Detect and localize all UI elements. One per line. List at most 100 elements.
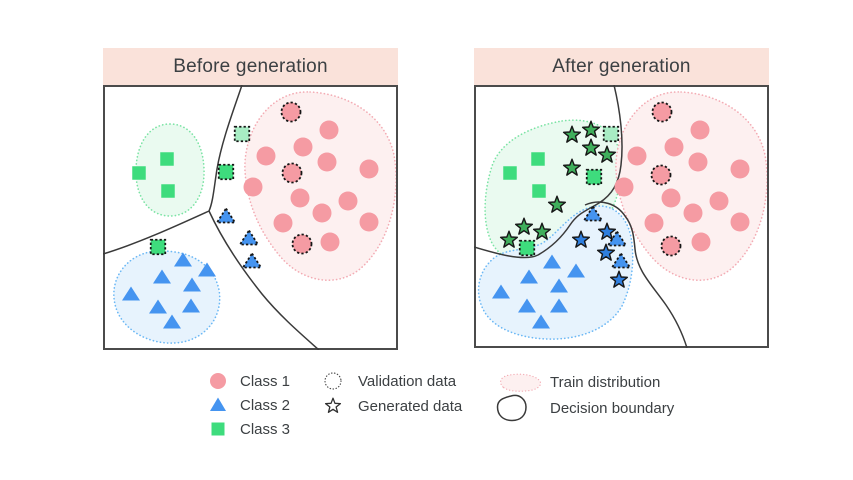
class3-generated-star: [514, 217, 534, 235]
class2-point: [153, 269, 171, 284]
panel-after-plot: [474, 85, 769, 348]
class3-validation-point: [585, 168, 603, 186]
class2-point: [174, 252, 192, 267]
class1-point: [359, 212, 379, 232]
class2-point: [122, 286, 140, 301]
class2-validation-point: [606, 229, 628, 247]
legend-item-class-1: Class 1: [206, 369, 290, 393]
legend-label: Class 2: [240, 396, 291, 414]
class3-validation-point: [217, 163, 235, 181]
class1-validation-point: [280, 101, 302, 123]
train-distribution-blue: [477, 205, 634, 340]
class1-point: [690, 120, 710, 140]
class1-point: [627, 146, 647, 166]
class1-point: [359, 159, 379, 179]
class1-point: [683, 203, 703, 223]
class3-point: [531, 152, 545, 166]
class2-point: [520, 269, 538, 284]
class2-validation-point: [610, 251, 632, 269]
legend-item-decision-boundary: Decision boundary: [494, 392, 674, 424]
legend-label: Class 1: [240, 372, 291, 390]
class1-point: [320, 232, 340, 252]
decision-boundary-blob-icon: [496, 394, 527, 422]
validation-legend-marker: [324, 372, 342, 390]
decision-boundary-curve: [584, 201, 688, 348]
class1-point: [312, 203, 332, 223]
class2-point: [543, 254, 561, 269]
class2-point: [149, 299, 167, 314]
class2-generated-star: [596, 243, 616, 261]
train-legend-marker: [500, 373, 542, 392]
panel-title-after: After generation: [552, 55, 691, 77]
class2-validation-point: [238, 228, 260, 246]
panel-before-plot: [103, 85, 398, 350]
class1-point: [290, 188, 310, 208]
class2-point: [550, 278, 568, 293]
class1-point: [338, 191, 358, 211]
class3-generated-star: [597, 145, 617, 163]
class1-point: [273, 213, 293, 233]
class1-validation-point: [660, 235, 682, 257]
panel-header-after: After generation: [474, 48, 769, 85]
decision-boundary-curve: [474, 85, 623, 259]
class1-legend-swatch: [210, 373, 226, 389]
class2-validation-point: [582, 204, 604, 222]
panel-border: [103, 85, 398, 350]
class3-generated-star: [562, 158, 582, 176]
train-distribution-blue: [113, 250, 221, 344]
class2-point: [550, 298, 568, 313]
class3-generated-star: [547, 195, 567, 213]
class1-point: [661, 188, 681, 208]
class3-generated-star: [532, 222, 552, 240]
class1-validation-point: [650, 164, 672, 186]
class1-point: [319, 120, 339, 140]
class1-point: [664, 137, 684, 157]
decision-boundary-curve: [208, 85, 243, 212]
generated-legend-marker: [324, 397, 342, 413]
class1-validation-point: [281, 162, 303, 184]
train-distribution-green: [135, 123, 205, 217]
legend-item-validation-data: Validation data: [321, 369, 456, 393]
class1-point: [243, 177, 263, 197]
class2-generated-star: [609, 270, 629, 288]
class3-point: [532, 184, 546, 198]
class3-generated-star: [562, 125, 582, 143]
class3-validation-point: [149, 238, 167, 256]
class2-point: [163, 314, 181, 329]
class2-generated-star: [571, 230, 591, 248]
legend-item-class-2: Class 2: [206, 393, 290, 417]
class1-legend-marker: [210, 373, 226, 389]
class2-legend-marker: [210, 397, 226, 411]
class3-point: [132, 166, 146, 180]
class2-validation-point: [215, 206, 237, 224]
class3-validation-point-light: [233, 125, 251, 143]
class2-validation-point: [241, 251, 263, 269]
class1-point: [730, 212, 750, 232]
train-distribution-pink: [244, 91, 397, 281]
boundary-legend-marker: [496, 394, 527, 422]
class1-point: [688, 152, 708, 172]
class1-point: [644, 213, 664, 233]
class3-generated-star: [581, 120, 601, 138]
class1-point: [256, 146, 276, 166]
panel-title-before: Before generation: [173, 55, 328, 77]
legend-label: Validation data: [358, 372, 457, 390]
class3-point: [161, 184, 175, 198]
class1-point: [709, 191, 729, 211]
train-distribution-blob-icon: [500, 373, 542, 392]
legend-label: Class 3: [240, 420, 291, 438]
class3-legend-marker: [211, 422, 225, 436]
legend-item-generated-data: Generated data: [321, 394, 462, 418]
decision-boundary-curve: [103, 210, 210, 255]
class2-generated-star: [597, 222, 617, 240]
train-distribution-pink: [615, 91, 768, 281]
class3-validation-point-light: [602, 125, 620, 143]
class1-point: [691, 232, 711, 252]
class2-point: [567, 263, 585, 278]
class1-validation-point: [651, 101, 673, 123]
class3-generated-star: [581, 138, 601, 156]
class3-validation-point: [518, 239, 536, 257]
class1-point: [730, 159, 750, 179]
class3-point: [160, 152, 174, 166]
